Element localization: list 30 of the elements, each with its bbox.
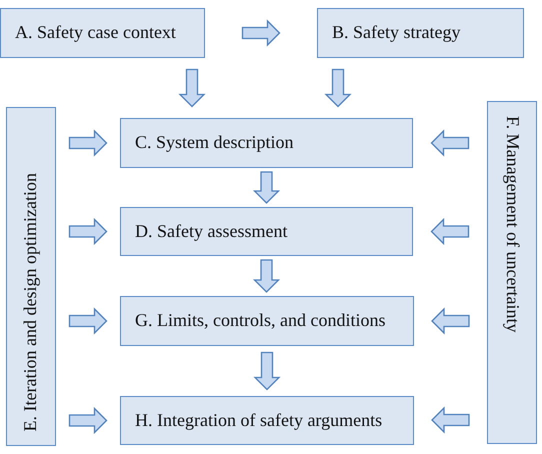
node-label: B. Safety strategy (332, 22, 460, 44)
block-arrow (68, 406, 108, 434)
process-box (6, 107, 56, 446)
node-label: G. Limits, controls, and conditions (135, 310, 386, 332)
block-arrow (431, 406, 470, 434)
process-box (120, 396, 414, 445)
process-box (317, 8, 524, 58)
block-arrow (242, 19, 280, 47)
block-arrow (178, 68, 206, 108)
block-arrow (252, 171, 280, 204)
node-label: F. Management of uncertainty (502, 116, 523, 332)
block-arrow (68, 218, 108, 246)
process-box (0, 8, 205, 58)
process-box (120, 296, 414, 346)
block-arrow (430, 129, 470, 157)
node-label: H. Integration of safety arguments (135, 410, 382, 432)
block-arrow (430, 218, 470, 246)
block-arrow (68, 129, 108, 157)
block-arrow (253, 352, 281, 390)
block-arrow (431, 307, 470, 335)
process-box (120, 207, 413, 256)
process-box (120, 118, 413, 168)
node-label: A. Safety case context (15, 22, 176, 44)
node-label: D. Safety assessment (135, 220, 288, 242)
block-arrow (68, 307, 108, 335)
process-box (487, 101, 537, 444)
block-arrow (252, 259, 280, 293)
block-arrow (324, 68, 352, 108)
node-label: C. System description (135, 132, 294, 154)
node-label: E. Iteration and design optimization (20, 172, 42, 431)
